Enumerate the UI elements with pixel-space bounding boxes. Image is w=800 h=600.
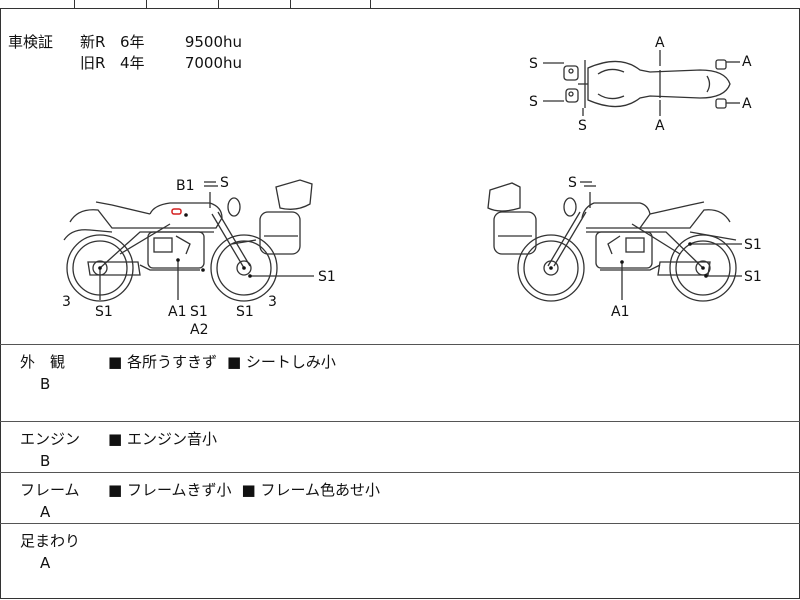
section-grade: A <box>40 503 51 521</box>
note-item: フレームきず小 <box>108 479 232 500</box>
label-top-s: S <box>578 118 587 134</box>
label-top-a: A <box>655 35 665 51</box>
motorcycle-damage-diagram: S S S A A A A B1 S 3 S1 A1 S1 A2 S1 3 S1… <box>62 35 762 338</box>
inspection-name: 旧R <box>80 54 106 72</box>
section-grade: B <box>40 452 51 470</box>
section-exterior: 外 観 B 各所うすきず シートしみ小 <box>0 344 800 421</box>
section-grade: A <box>40 554 51 572</box>
label-right-s1: S1 <box>744 269 762 285</box>
right-view-leader-lines <box>580 181 742 300</box>
inspection-price: 9500hu <box>184 33 242 51</box>
label-left-s1: S1 <box>95 304 113 320</box>
label-right-a1: A1 <box>611 304 629 320</box>
note-item: エンジン音小 <box>108 428 217 449</box>
label-top-a: A <box>742 96 752 112</box>
section-suspension: 足まわり A <box>0 523 800 598</box>
section-frame: フレーム A フレームきず小 フレーム色あせ小 <box>0 472 800 523</box>
note-item: 各所うすきず <box>108 351 217 372</box>
section-notes: フレームきず小 フレーム色あせ小 <box>108 479 380 500</box>
left-side-motorcycle <box>63 179 313 302</box>
top-view-motorcycle <box>563 59 731 109</box>
label-left-b1: B1 <box>176 178 195 194</box>
left-view-dots <box>98 213 252 278</box>
inspection-price: 7000hu <box>184 54 242 72</box>
section-title: フレーム <box>20 481 80 499</box>
inspection-label: 車検証 <box>8 33 54 51</box>
section-notes: 各所うすきず シートしみ小 <box>108 351 336 372</box>
note-item: シートしみ小 <box>227 351 336 372</box>
label-left-3: 3 <box>268 294 277 310</box>
label-top-s: S <box>529 56 538 72</box>
label-top-a: A <box>742 54 752 70</box>
inspection-years: 6年 <box>120 33 145 51</box>
label-top-a: A <box>655 118 665 134</box>
label-left-3: 3 <box>62 294 71 310</box>
right-view-dots <box>549 242 708 278</box>
label-left-s: S <box>220 175 229 191</box>
header-table-remnant <box>0 0 800 9</box>
section-title: 外 観 <box>20 353 66 371</box>
section-engine: エンジン B エンジン音小 <box>0 421 800 472</box>
inspection-row-new: 車検証 新R 6年 9500hu <box>8 32 242 53</box>
label-top-s: S <box>529 94 538 110</box>
label-left-s1: S1 <box>318 269 336 285</box>
label-right-s: S <box>568 175 577 191</box>
inspection-row-old: 旧R 4年 7000hu <box>8 53 242 74</box>
label-left-s1: S1 <box>236 304 254 320</box>
left-view-leader-lines <box>99 181 314 300</box>
label-right-s1: S1 <box>744 237 762 253</box>
top-view-leader-lines <box>543 50 740 116</box>
section-title: 足まわり <box>20 532 81 550</box>
damage-marker <box>171 208 182 215</box>
bottom-border <box>0 598 800 599</box>
label-left-s1: S1 <box>190 304 208 320</box>
label-left-a1: A1 <box>168 304 186 320</box>
label-left-a2: A2 <box>190 322 208 338</box>
note-item: フレーム色あせ小 <box>242 479 380 500</box>
inspection-years: 4年 <box>120 54 145 72</box>
section-grade: B <box>40 375 51 393</box>
right-side-motorcycle <box>487 182 737 302</box>
inspection-name: 新R <box>80 33 106 51</box>
section-title: エンジン <box>20 430 81 448</box>
section-notes: エンジン音小 <box>108 428 217 449</box>
inspection-block: 車検証 新R 6年 9500hu 旧R 4年 7000hu <box>8 32 242 74</box>
